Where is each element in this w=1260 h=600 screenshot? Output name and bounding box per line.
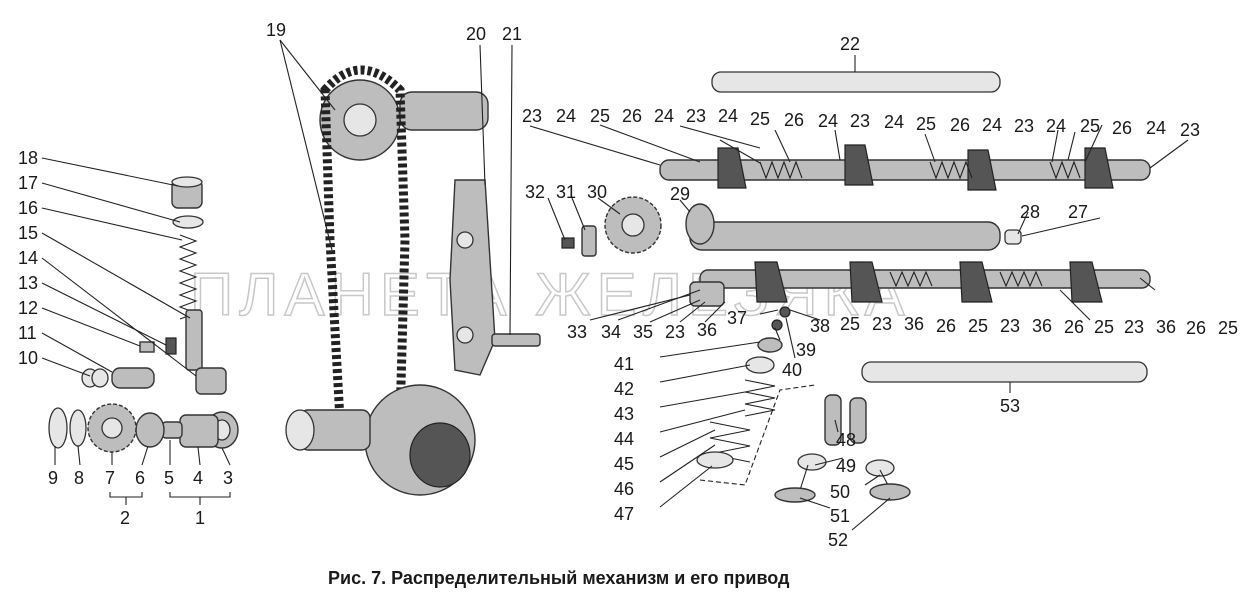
label-23f: 23 bbox=[665, 322, 685, 342]
label-38: 38 bbox=[810, 316, 830, 336]
label-26a: 26 bbox=[622, 106, 642, 126]
label-24g: 24 bbox=[1046, 116, 1066, 136]
label-24c: 24 bbox=[718, 106, 738, 126]
label-25g: 25 bbox=[1094, 317, 1114, 337]
label-23i: 23 bbox=[1124, 317, 1144, 337]
label-13: 13 bbox=[18, 273, 38, 293]
label-25a: 25 bbox=[590, 106, 610, 126]
label-26b: 26 bbox=[784, 110, 804, 130]
label-12: 12 bbox=[18, 298, 38, 318]
figure-caption: Рис. 7. Распределительный механизм и его… bbox=[328, 568, 790, 588]
label-25c: 25 bbox=[916, 114, 936, 134]
tensioner-group bbox=[48, 176, 239, 453]
label-25b: 25 bbox=[750, 109, 770, 129]
right-leaders bbox=[529, 124, 1189, 531]
label-30: 30 bbox=[587, 182, 607, 202]
timing-chain-group bbox=[285, 65, 489, 496]
damper-group bbox=[449, 44, 541, 376]
part-labels: 18 17 16 15 14 13 12 11 10 9 8 7 6 5 4 3… bbox=[18, 20, 1238, 550]
label-34: 34 bbox=[601, 322, 621, 342]
label-24e: 24 bbox=[884, 112, 904, 132]
label-53: 53 bbox=[1000, 396, 1020, 416]
label-18: 18 bbox=[18, 148, 38, 168]
label-36a: 36 bbox=[697, 320, 717, 340]
label-48: 48 bbox=[836, 430, 856, 450]
label-45: 45 bbox=[614, 454, 634, 474]
label-23g: 23 bbox=[872, 314, 892, 334]
label-26e: 26 bbox=[936, 316, 956, 336]
label-23c: 23 bbox=[850, 111, 870, 131]
label-28: 28 bbox=[1020, 202, 1040, 222]
label-43: 43 bbox=[614, 404, 634, 424]
label-7: 7 bbox=[105, 468, 115, 488]
label-44: 44 bbox=[614, 429, 634, 449]
label-5: 5 bbox=[164, 468, 174, 488]
label-33: 33 bbox=[567, 322, 587, 342]
label-24d: 24 bbox=[818, 111, 838, 131]
label-14: 14 bbox=[18, 248, 38, 268]
label-1: 1 bbox=[195, 508, 205, 528]
label-22: 22 bbox=[840, 34, 860, 54]
left-leaders bbox=[41, 157, 231, 505]
label-17: 17 bbox=[18, 173, 38, 193]
label-50: 50 bbox=[830, 482, 850, 502]
label-26g: 26 bbox=[1186, 318, 1206, 338]
label-9: 9 bbox=[48, 468, 58, 488]
label-6: 6 bbox=[135, 468, 145, 488]
label-32: 32 bbox=[525, 182, 545, 202]
label-29: 29 bbox=[670, 184, 690, 204]
label-8: 8 bbox=[74, 468, 84, 488]
label-25f: 25 bbox=[968, 316, 988, 336]
label-26d: 26 bbox=[1112, 118, 1132, 138]
label-36b: 36 bbox=[904, 314, 924, 334]
label-25e: 25 bbox=[840, 314, 860, 334]
label-41: 41 bbox=[614, 354, 634, 374]
label-20: 20 bbox=[466, 24, 486, 44]
label-23e: 23 bbox=[1180, 120, 1200, 140]
label-42: 42 bbox=[614, 379, 634, 399]
valve-group bbox=[696, 306, 911, 503]
label-24b: 24 bbox=[654, 106, 674, 126]
label-27: 27 bbox=[1068, 202, 1088, 222]
label-21: 21 bbox=[502, 24, 522, 44]
label-37: 37 bbox=[727, 308, 747, 328]
label-24f: 24 bbox=[982, 115, 1002, 135]
label-51: 51 bbox=[830, 506, 850, 526]
label-23h: 23 bbox=[1000, 316, 1020, 336]
label-24a: 24 bbox=[556, 106, 576, 126]
label-47: 47 bbox=[614, 504, 634, 524]
label-15: 15 bbox=[18, 223, 38, 243]
label-4: 4 bbox=[193, 468, 203, 488]
label-16: 16 bbox=[18, 198, 38, 218]
label-23d: 23 bbox=[1014, 116, 1034, 136]
label-23b: 23 bbox=[686, 106, 706, 126]
label-35: 35 bbox=[633, 322, 653, 342]
label-2: 2 bbox=[120, 508, 130, 528]
label-31: 31 bbox=[556, 182, 576, 202]
label-25d: 25 bbox=[1080, 116, 1100, 136]
label-39: 39 bbox=[796, 340, 816, 360]
label-46: 46 bbox=[614, 479, 634, 499]
label-23a: 23 bbox=[522, 106, 542, 126]
rocker-shaft-group bbox=[561, 55, 1151, 393]
label-25h: 25 bbox=[1218, 318, 1238, 338]
label-26c: 26 bbox=[950, 115, 970, 135]
label-10: 10 bbox=[18, 348, 38, 368]
label-52: 52 bbox=[828, 530, 848, 550]
label-36d: 36 bbox=[1156, 317, 1176, 337]
label-36c: 36 bbox=[1032, 316, 1052, 336]
label-24h: 24 bbox=[1146, 118, 1166, 138]
label-49: 49 bbox=[836, 456, 856, 476]
label-19: 19 bbox=[266, 20, 286, 40]
label-26f: 26 bbox=[1064, 317, 1084, 337]
label-3: 3 bbox=[223, 468, 233, 488]
label-40: 40 bbox=[782, 360, 802, 380]
label-11: 11 bbox=[18, 323, 37, 343]
